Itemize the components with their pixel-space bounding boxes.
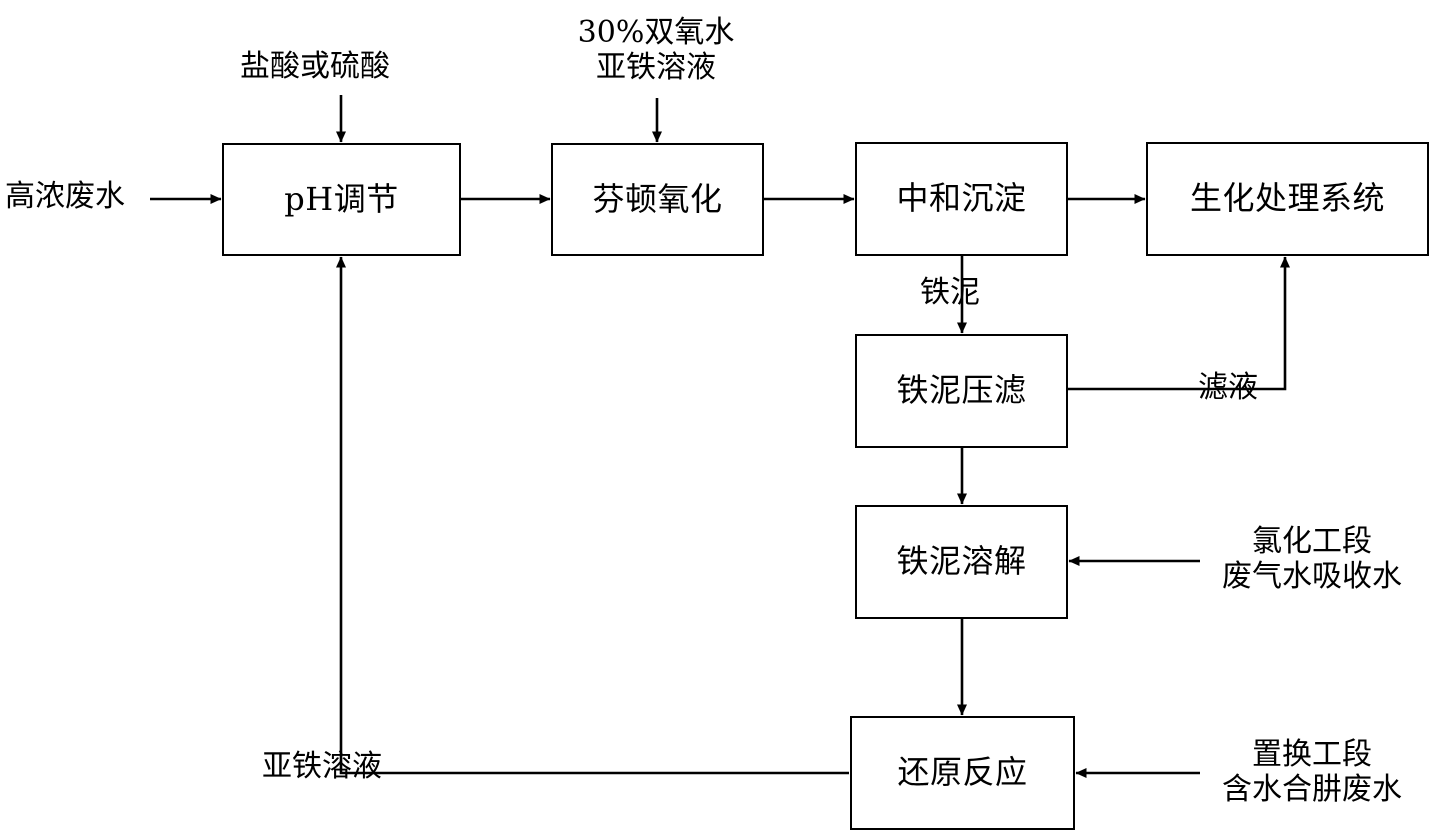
node-label: 生化处理系统 bbox=[1189, 179, 1385, 218]
node-label: 铁泥压滤 bbox=[896, 371, 1027, 410]
label-filtrate-stream: 滤液 bbox=[1198, 370, 1258, 405]
label-peroxide-ferrous-feed: 30%双氧水 亚铁溶液 bbox=[577, 15, 735, 85]
node-label: 铁泥溶解 bbox=[896, 542, 1027, 581]
node-label: 芬顿氧化 bbox=[592, 179, 723, 218]
label-chlorination-waste-gas-water: 氯化工段 废气水吸收水 bbox=[1222, 524, 1402, 594]
node-neutralization-precipitation[interactable]: 中和沉淀 bbox=[855, 142, 1068, 256]
node-iron-sludge-filter-press[interactable]: 铁泥压滤 bbox=[855, 334, 1068, 448]
edge-reduction-to-ph bbox=[336, 256, 849, 775]
label-influent: 高浓废水 bbox=[5, 179, 125, 214]
label-ferrous-solution-recycle: 亚铁溶液 bbox=[262, 749, 382, 784]
node-reduction-reaction[interactable]: 还原反应 bbox=[850, 716, 1075, 830]
node-fenton-oxidation[interactable]: 芬顿氧化 bbox=[551, 143, 764, 256]
node-label: 中和沉淀 bbox=[896, 179, 1027, 218]
node-label: 还原反应 bbox=[897, 753, 1028, 792]
node-label: pH调节 bbox=[284, 179, 399, 218]
label-iron-sludge-stream: 铁泥 bbox=[920, 275, 980, 310]
node-iron-sludge-dissolution[interactable]: 铁泥溶解 bbox=[855, 505, 1068, 619]
label-acid-feed: 盐酸或硫酸 bbox=[240, 49, 390, 84]
label-displacement-hydrazine-wastewater: 置换工段 含水合肼废水 bbox=[1222, 737, 1402, 807]
node-ph-adjustment[interactable]: pH调节 bbox=[222, 143, 461, 256]
node-biochemical-treatment-system[interactable]: 生化处理系统 bbox=[1146, 142, 1429, 256]
